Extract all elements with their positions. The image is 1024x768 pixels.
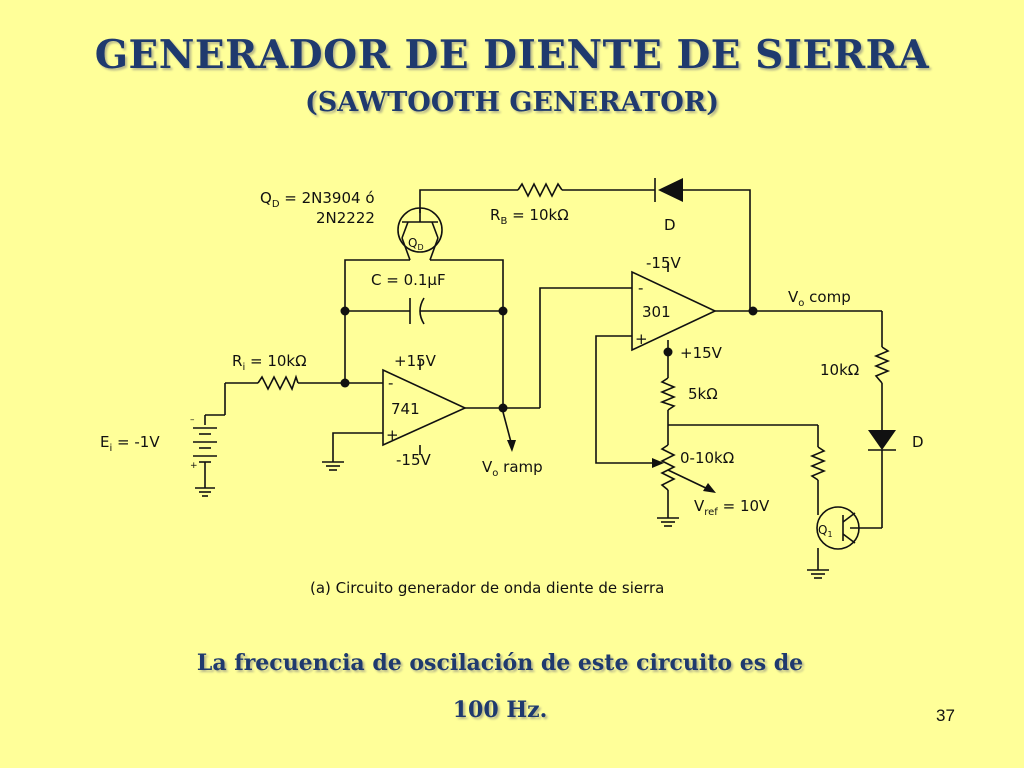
battery-ei — [193, 427, 217, 470]
junction-dot — [498, 306, 508, 316]
resistor-ri — [257, 374, 299, 392]
battery-plus-label: + — [190, 461, 198, 471]
frequency-note-line2: 100 Hz. — [452, 697, 548, 723]
qd-body-label: QD — [408, 236, 424, 252]
r10k-right-label: 10kΩ — [820, 361, 859, 379]
resistor-10k-right — [873, 346, 891, 384]
vref-label: Vref = 10V — [694, 497, 770, 518]
slide-subtitle: (SAWTOOTH GENERATOR) — [305, 87, 719, 118]
ei-label: Ei = -1V — [100, 433, 160, 454]
opamp2-inv-label: - — [638, 279, 643, 297]
vo-comp-label: Vo comp — [788, 288, 851, 309]
opamp2-noninv-label: + — [635, 330, 648, 348]
diode-top-label: D — [664, 216, 676, 234]
diode-top — [654, 178, 683, 202]
vref-arrow — [667, 469, 716, 493]
junction-dot — [498, 403, 508, 413]
circuit-wires — [204, 189, 883, 570]
vo-ramp-arrow — [502, 411, 516, 452]
slide-title: GENERADOR DE DIENTE DE SIERRA — [94, 32, 930, 78]
rb-label: RB = 10kΩ — [490, 206, 569, 227]
ground-symbol — [322, 461, 344, 471]
opamp2-name: 301 — [642, 303, 671, 321]
ground-symbol — [657, 517, 679, 527]
diode-right — [868, 430, 896, 451]
circuit-caption: (a) Circuito generador de onda diente de… — [310, 579, 664, 597]
junction-dots — [340, 306, 758, 413]
potentiometer-0-10k — [652, 444, 676, 491]
capacitor-label: C = 0.1μF — [371, 271, 446, 289]
opamp1-vplus-label: +15V — [394, 352, 437, 370]
vo-ramp-label: Vo ramp — [482, 458, 543, 479]
resistor-5k — [659, 377, 677, 411]
qd-value-label: QD = 2N3904 ó — [260, 189, 375, 210]
junction-dot — [340, 306, 350, 316]
ri-label: Ri = 10kΩ — [232, 352, 307, 373]
frequency-note-line1: La frecuencia de oscilación de este circ… — [196, 650, 804, 676]
ground-symbol — [807, 569, 829, 579]
transistor-q1: Q1 — [816, 506, 860, 550]
opamp2-vplus-label: +15V — [680, 344, 723, 362]
r5k-label: 5kΩ — [688, 385, 718, 403]
opamp1-name: 741 — [391, 400, 420, 418]
junction-dot — [663, 347, 673, 357]
opamp2-vminus-label: -15V — [646, 254, 681, 272]
diode-right-label: D — [912, 433, 924, 451]
qd-value-label-line2: 2N2222 — [316, 209, 375, 227]
resistor-rb — [517, 182, 563, 198]
opamp1-noninv-label: + — [386, 426, 399, 444]
opamp-301 — [631, 270, 717, 352]
pot-label: 0-10kΩ — [680, 449, 734, 467]
ground-symbol — [195, 487, 215, 497]
battery-minus-label: – — [190, 415, 195, 425]
junction-dot — [748, 306, 758, 316]
junction-dot — [340, 378, 350, 388]
opamp-741 — [382, 368, 467, 447]
opamp1-vminus-label: -15V — [396, 451, 431, 469]
slide-number: 37 — [936, 706, 955, 725]
transistor-qd: QD — [397, 207, 443, 261]
q1-label: Q1 — [818, 523, 833, 539]
resistor-q1-base — [809, 446, 827, 481]
opamp1-inv-label: - — [388, 374, 393, 392]
capacitor-c — [409, 297, 425, 325]
